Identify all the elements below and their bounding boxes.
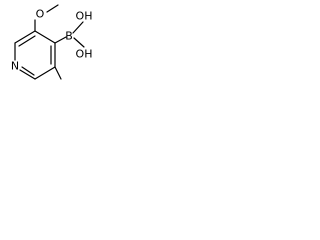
- bond-c5-c6: [34, 66, 56, 80]
- double-bond-c2-c3-inner: [18, 35, 36, 47]
- boron-label: B: [65, 30, 73, 43]
- bond-b-oh-top: [72, 21, 84, 34]
- oh-top-label: OH: [76, 10, 93, 23]
- bond-b-oh-bottom: [73, 37, 85, 48]
- nitrogen-label: N: [11, 60, 19, 73]
- structure-diagram: O B OH OH N: [11, 4, 93, 80]
- oh-bottom-label: OH: [76, 48, 93, 61]
- bond-ring-methyl: [54, 66, 62, 80]
- bond-c3-c4: [34, 30, 56, 44]
- double-bond-c6-n-inner: [21, 66, 35, 76]
- bond-ring-b: [54, 36, 67, 44]
- bond-methyl-o: [46, 4, 59, 13]
- oxygen-methoxy-label: O: [36, 8, 45, 21]
- bond-c2-c3: [14, 30, 36, 44]
- bond-c6-n: [19, 69, 36, 80]
